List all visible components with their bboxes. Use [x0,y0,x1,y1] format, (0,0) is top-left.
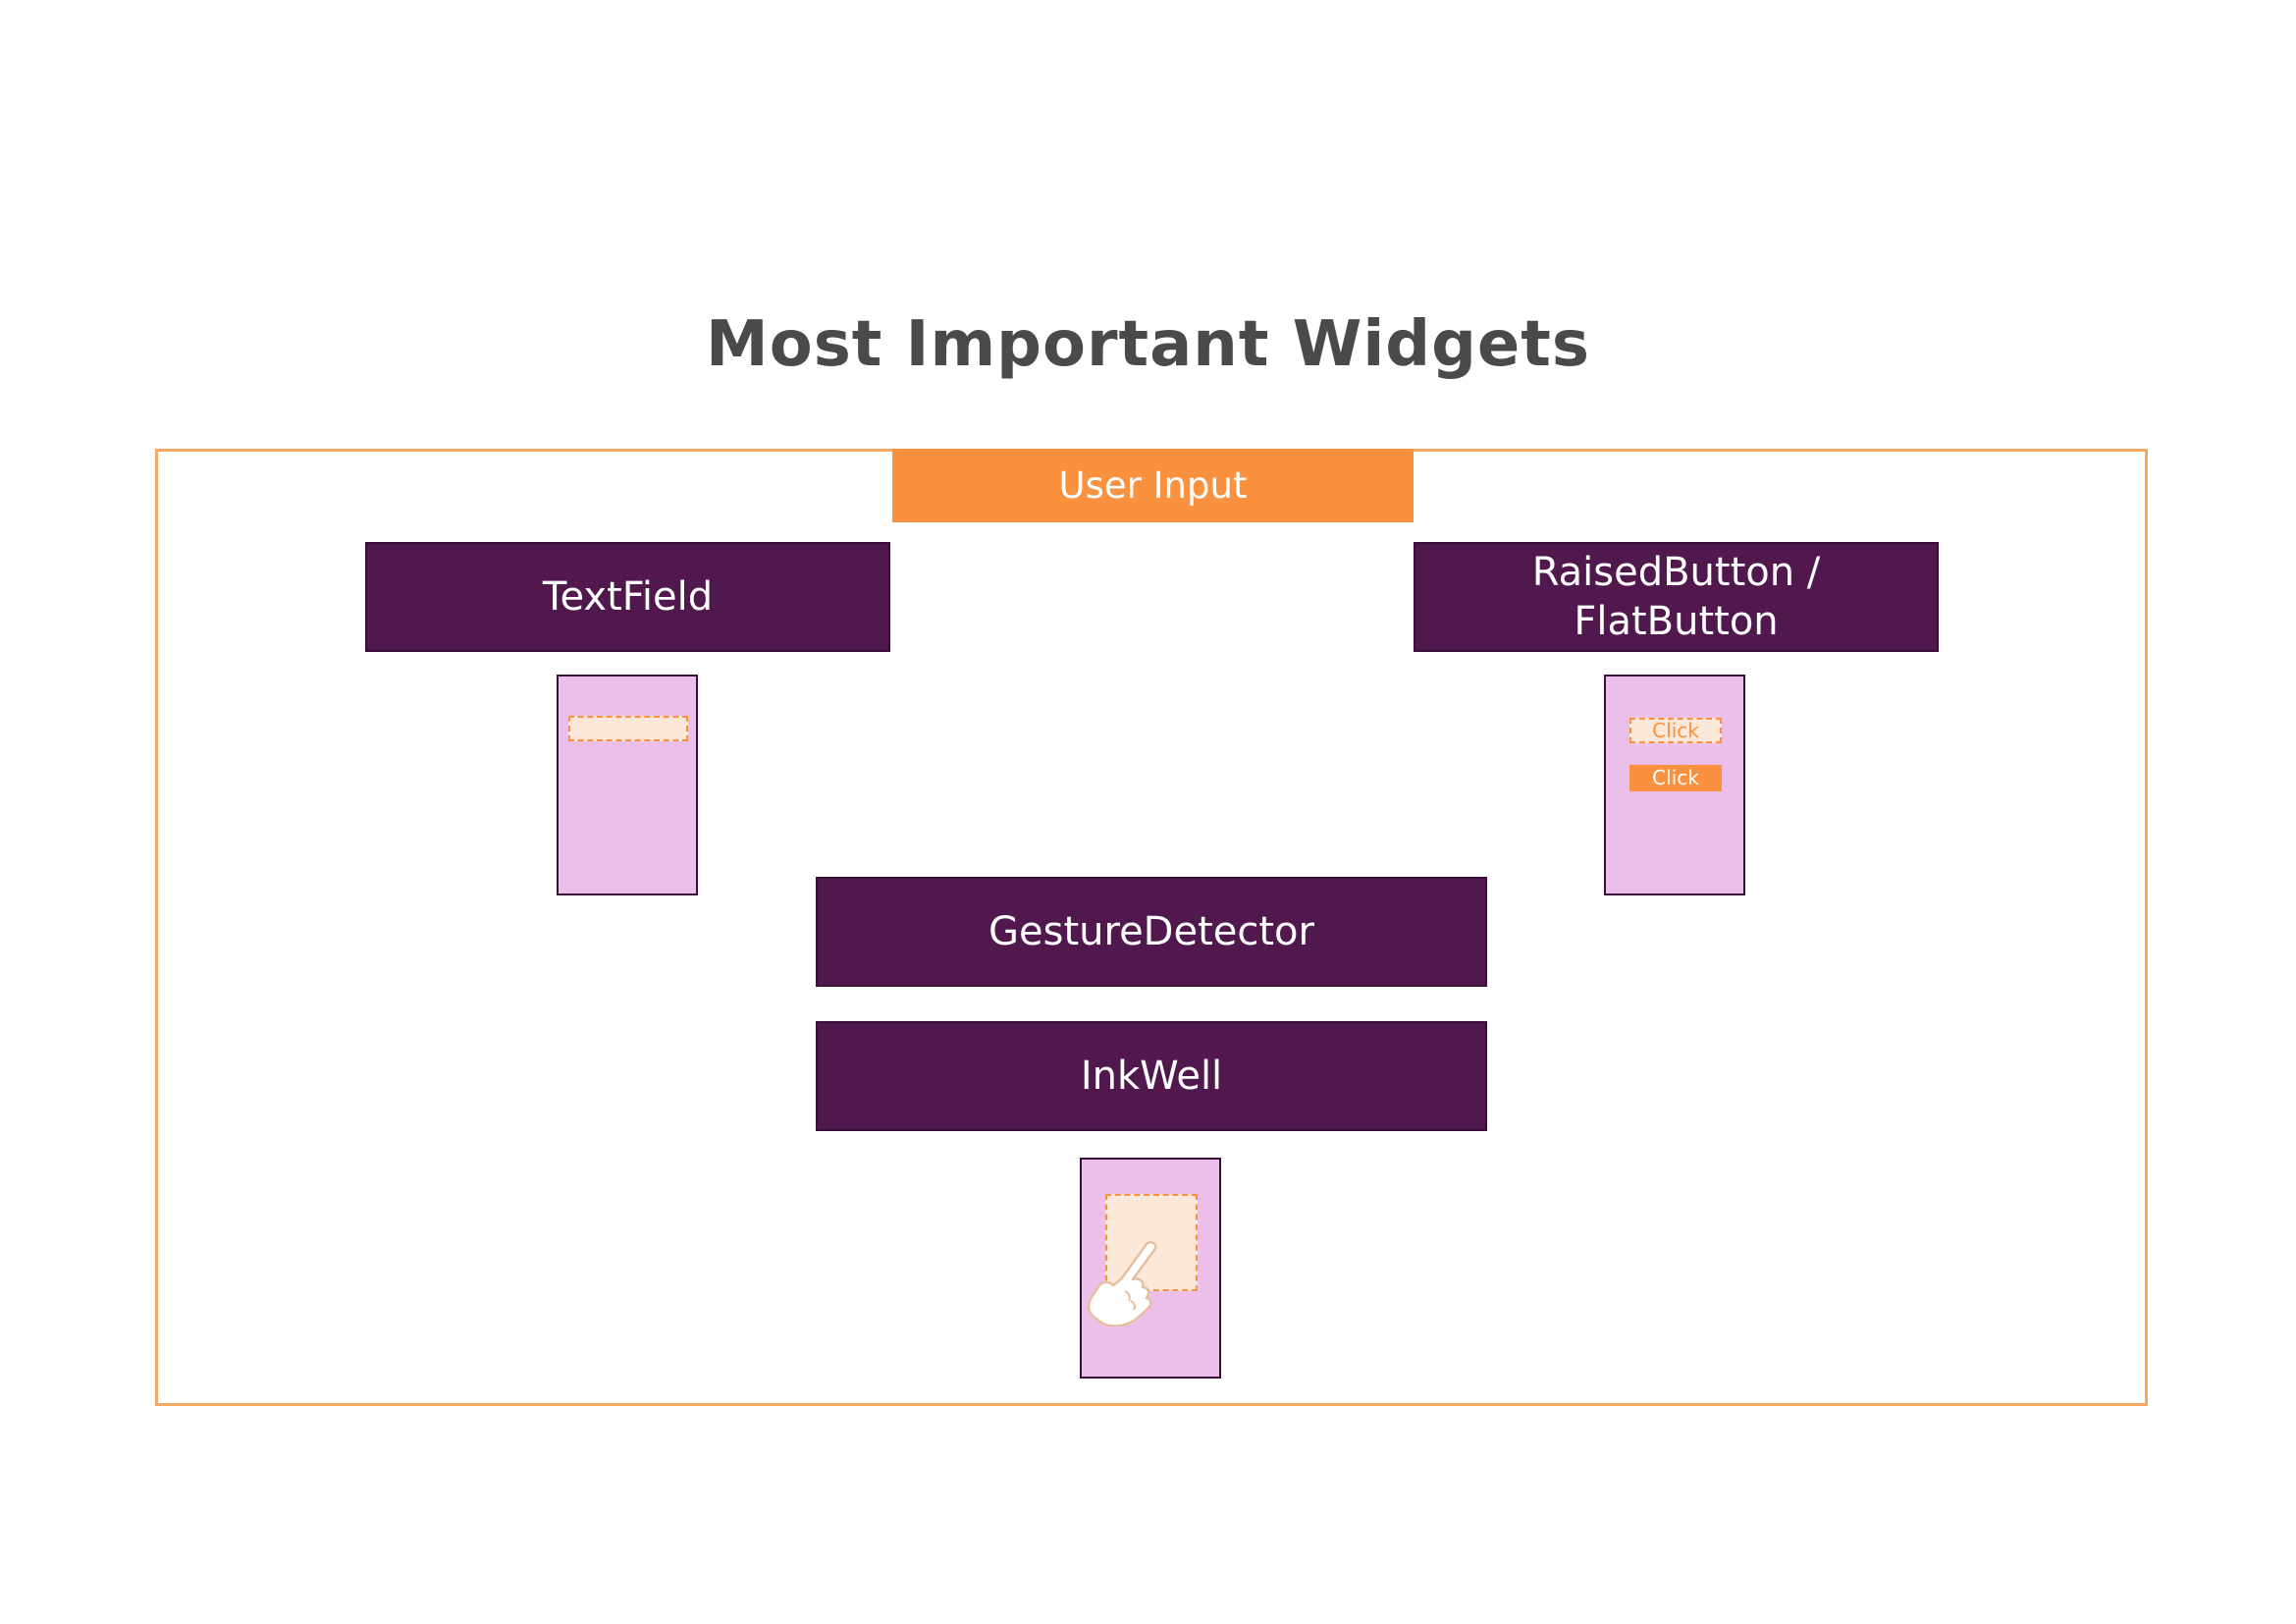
page-title: Most Important Widgets [706,308,1590,381]
category-user-input: User Input [892,449,1414,522]
widget-inkwell: InkWell [816,1021,1487,1131]
widget-raisedbutton-flatbutton: RaisedButton / FlatButton [1414,542,1939,652]
tap-area [1105,1194,1198,1291]
text-input-field [568,716,688,741]
widget-gesturedetector: GestureDetector [816,877,1487,987]
buttons-phone-mockup: Click Click [1604,675,1745,895]
hand-pointer-icon [1088,1241,1157,1326]
textfield-phone-mockup [557,675,698,895]
raised-button-example: Click [1629,765,1722,791]
flat-button-example: Click [1629,718,1722,743]
inkwell-phone-mockup [1080,1158,1221,1379]
widget-textfield: TextField [365,542,890,652]
